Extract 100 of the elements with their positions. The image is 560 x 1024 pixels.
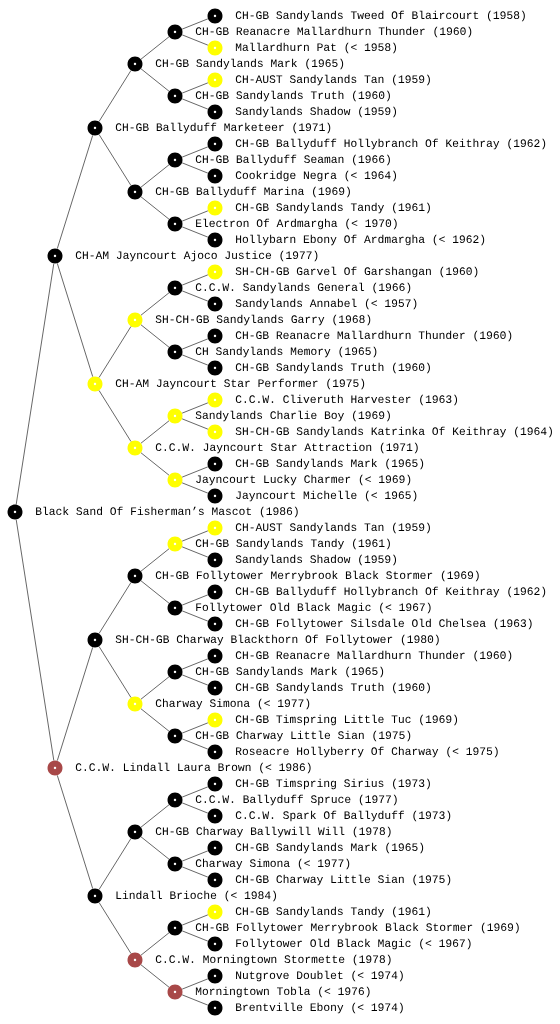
pedigree-entry: Sandylands Shadow (1959) (207, 104, 396, 120)
pedigree-entry: CH-GB Charway Little Sian (1975) (207, 872, 451, 888)
connector-line (98, 582, 132, 634)
connector-line (98, 326, 132, 378)
pedigree-entry: CH-GB Sandylands Mark (1965) (127, 56, 344, 72)
pedigree-entry: CH-GB Ballyduff Marketeer (1971) (87, 120, 331, 136)
node-label: Charway Simona (< 1977) (155, 698, 310, 710)
connector-line (140, 964, 170, 988)
connector-line (98, 646, 132, 698)
connector-line (140, 836, 170, 860)
pedigree-entry: CH-GB Sandylands Tandy (1961) (167, 536, 390, 552)
pedigree-entry: C.C.W. Spark Of Ballyduff (1973) (207, 808, 451, 824)
pedigree-entry: C.C.W. Sandylands General (1966) (167, 280, 411, 296)
node-label: CH-GB Ballyduff Hollybranch Of Keithray (1962) (235, 138, 546, 150)
node-label: Jayncourt Michelle (< 1965) (236, 490, 417, 502)
pedigree-entry: CH-GB Ballyduff Hollybranch Of Keithray (1962) (207, 584, 546, 600)
node-label: Jayncourt Lucky Charmer (< 1969) (196, 474, 411, 486)
connector-line (181, 82, 209, 94)
node-label: CH-GB Ballyduff Seaman (1966) (195, 154, 390, 166)
node-label: Mallardhurn Pat (< 1958) (235, 42, 397, 54)
pedigree-entry: C.C.W. Jayncourt Star Attraction (1971) (127, 440, 418, 456)
node-label: CH-GB Follytower Merrybrook Black Stormer (1969) (195, 922, 519, 934)
node-label: CH Sandylands Memory (1965) (195, 346, 377, 358)
node-label: Sandylands Annabel (< 1957) (235, 298, 417, 310)
pedigree-entry: Follytower Old Black Magic (< 1967) (167, 600, 431, 616)
connector-line (181, 658, 209, 670)
node-label: Morningtown Tobla (< 1976) (195, 986, 370, 998)
pedigree-entry: CH-GB Follytower Merrybrook Black Stormer (1969) (127, 568, 479, 584)
pedigree-entry: Nutgrove Doublet (< 1974) (207, 968, 403, 984)
connector-line (181, 466, 209, 478)
node-label: CH-GB Timspring Sirius (1973) (235, 778, 430, 790)
pedigree-entry: CH-GB Ballyduff Marina (1969) (127, 184, 350, 200)
connector-line (98, 838, 132, 890)
connector-line (140, 420, 170, 444)
connector-line (181, 290, 209, 302)
node-label: CH-GB Sandylands Truth (1960) (195, 90, 390, 102)
node-label: CH-AM Jayncourt Star Performer (1975) (115, 378, 365, 390)
connector-line (98, 70, 132, 122)
connector-line (181, 34, 209, 46)
pedigree-entry: Hollybarn Ebony Of Ardmargha (< 1962) (207, 232, 485, 248)
pedigree-entry: CH-GB Ballyduff Hollybranch Of Keithray (1962) (207, 136, 546, 152)
node-label: SH-CH-GB Garvel Of Garshangan (1960) (235, 266, 478, 278)
pedigree-entry: CH-GB Sandylands Tweed Of Blaircourt (1958) (207, 8, 525, 24)
pedigree-entry: C.C.W. Morningtown Stormette (1978) (127, 952, 391, 968)
node-label: CH-GB Reanacre Mallardhurn Thunder (1960) (235, 650, 512, 662)
pedigree-entry: Charway Simona (< 1977) (127, 696, 310, 712)
connector-line (181, 482, 209, 494)
pedigree-entry: CH-GB Sandylands Mark (1965) (207, 840, 424, 856)
node-label: C.C.W. Spark Of Ballyduff (1973) (235, 810, 451, 822)
node-label: CH-GB Ballyduff Hollybranch Of Keithray (1962) (235, 586, 546, 598)
connector-line (140, 580, 170, 604)
pedigree-entry: CH-AM Jayncourt Ajoco Justice (1977) (47, 248, 318, 264)
pedigree-entry: CH-GB Reanacre Mallardhurn Thunder (1960) (167, 24, 472, 40)
connector-line (181, 722, 209, 734)
pedigree-entry: CH-GB Reanacre Mallardhurn Thunder (1960) (207, 328, 512, 344)
connector-line (57, 647, 93, 761)
node-label: CH-GB Sandylands Mark (1965) (195, 666, 384, 678)
pedigree-entry: CH-GB Sandylands Truth (1960) (167, 88, 390, 104)
pedigree-entry: CH-AUST Sandylands Tan (1959) (207, 72, 430, 88)
node-label: Sandylands Charlie Boy (1969) (195, 410, 390, 422)
node-label: C.C.W. Morningtown Stormette (1978) (155, 954, 391, 966)
connector-line (181, 610, 209, 622)
pedigree-entry: CH-GB Sandylands Mark (1965) (207, 456, 424, 472)
pedigree-entry: SH-CH-GB Charway Blackthorn Of Follytower (1980) (87, 632, 439, 648)
node-label: CH-GB Sandylands Tandy (1961) (195, 538, 390, 550)
node-label: CH-GB Sandylands Mark (1965) (155, 58, 344, 70)
connector-line (140, 548, 170, 572)
node-label: CH-GB Sandylands Truth (1960) (235, 682, 430, 694)
node-label: CH-GB Sandylands Tandy (1961) (235, 202, 430, 214)
connector-line (181, 674, 209, 686)
pedigree-entry: Cookridge Negra (< 1964) (207, 168, 396, 184)
node-label: CH-GB Sandylands Mark (1965) (235, 842, 424, 854)
node-label: Black Sand Of Fisherman’s Mascot (1986) (36, 506, 298, 518)
connector-line (181, 338, 209, 350)
connector-line (140, 452, 170, 476)
pedigree-entry: CH Sandylands Memory (1965) (167, 344, 377, 360)
connector-line (140, 324, 170, 348)
pedigree-entry: CH-GB Sandylands Mark (1965) (167, 664, 384, 680)
pedigree-entry: C.C.W. Cliveruth Harvester (1963) (207, 392, 458, 408)
node-label: CH-GB Follytower Silsdale Old Chelsea (1963) (235, 618, 532, 630)
pedigree-entry: Follytower Old Black Magic (< 1967) (207, 936, 471, 952)
node-label: CH-GB Timspring Little Tuc (1969) (235, 714, 458, 726)
pedigree-entry: CH-GB Follytower Merrybrook Black Stormer (1969) (167, 920, 519, 936)
connector-line (57, 775, 93, 889)
connector-line (140, 292, 170, 316)
pedigree-entry: CH-GB Charway Little Sian (1975) (167, 728, 411, 744)
pedigree-entry: Sandylands Charlie Boy (1969) (167, 408, 390, 424)
connector-line (140, 932, 170, 956)
pedigree-entry: SH-CH-GB Sandylands Garry (1968) (127, 312, 371, 328)
pedigree-entry: Mallardhurn Pat (< 1958) (207, 40, 396, 56)
connector-line (181, 546, 209, 558)
node-label: Follytower Old Black Magic (< 1967) (236, 938, 471, 950)
connector-line (181, 930, 209, 942)
pedigree-entry: C.C.W. Ballyduff Spruce (1977) (167, 792, 397, 808)
connector-line (181, 210, 209, 222)
connector-line (181, 738, 209, 750)
node-label: CH-AUST Sandylands Tan (1959) (235, 522, 430, 534)
connector-line (57, 135, 93, 249)
node-label: Cookridge Negra (< 1964) (235, 170, 397, 182)
pedigree-entry: Jayncourt Lucky Charmer (< 1969) (167, 472, 411, 488)
